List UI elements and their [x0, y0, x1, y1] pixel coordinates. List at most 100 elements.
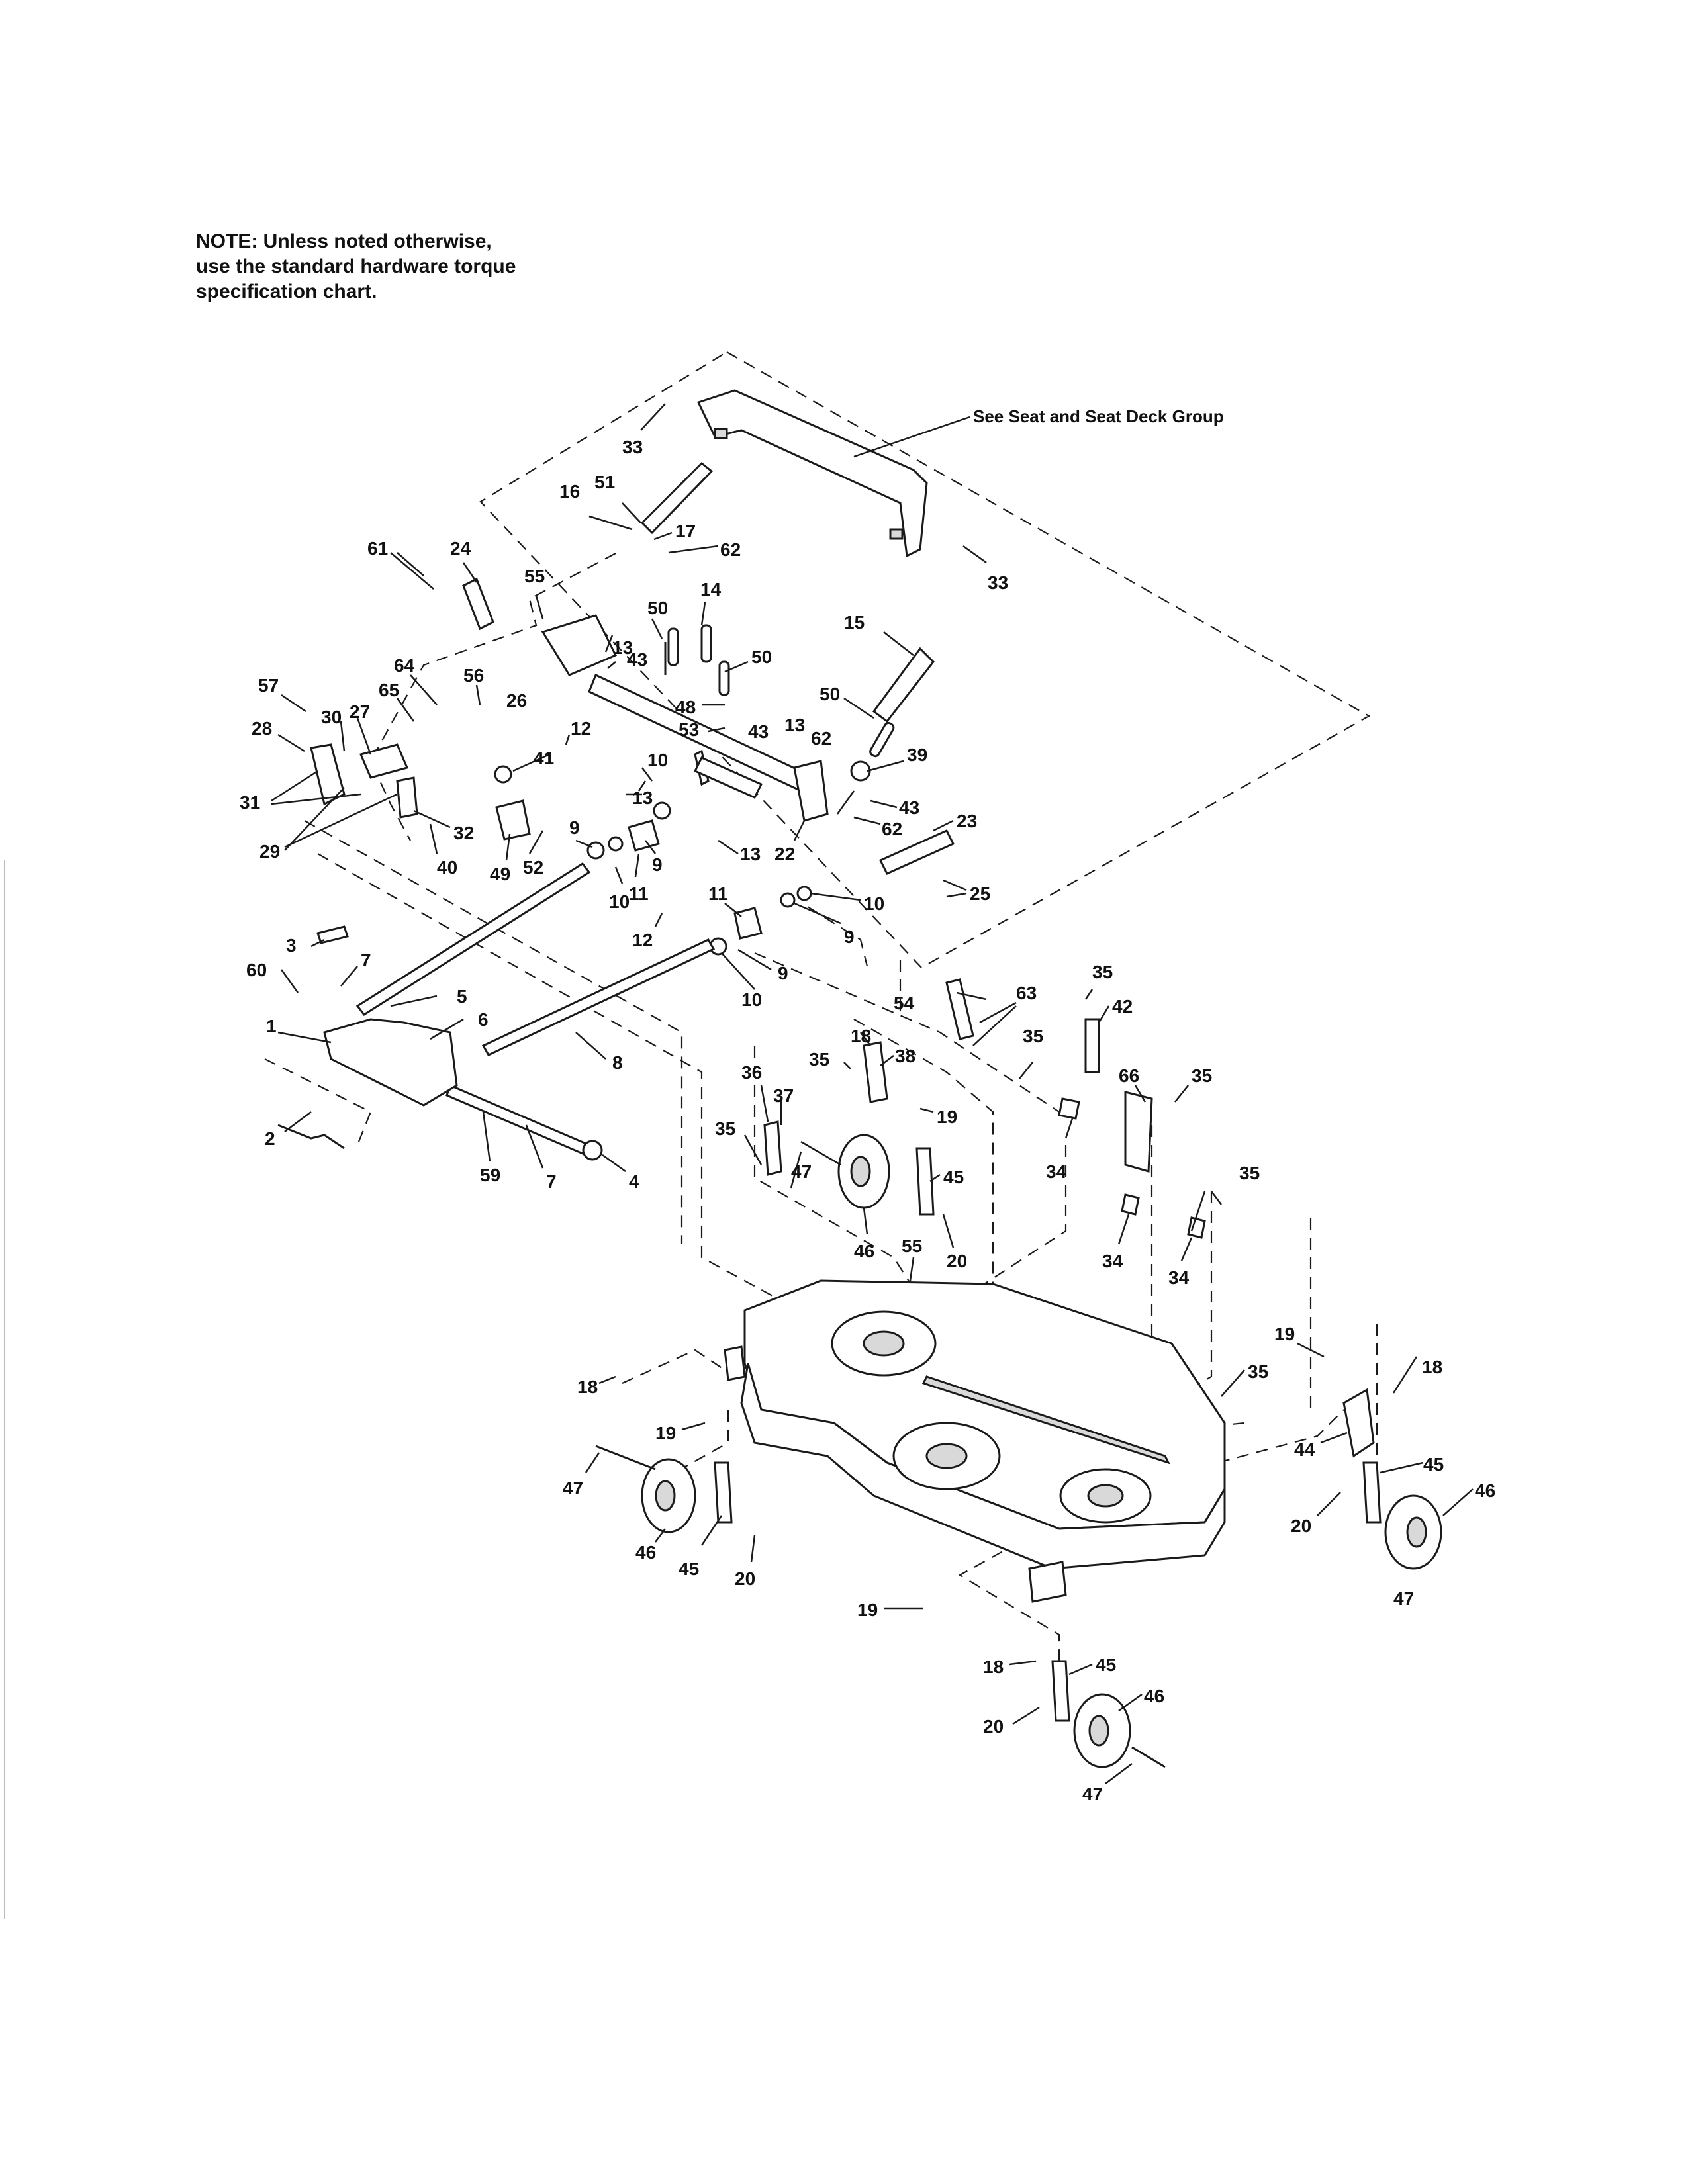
callout-17: 17 [675, 521, 696, 541]
callout-40: 40 [437, 857, 457, 878]
wheel-bracket-dash-left [622, 1349, 726, 1385]
callout-6: 6 [478, 1009, 489, 1030]
callout-10d: 10 [741, 989, 762, 1010]
callout-9b: 9 [652, 854, 663, 875]
callout-19d: 19 [857, 1600, 878, 1620]
gauge-wheel-46d-hub [1088, 1715, 1109, 1747]
callout-62a: 62 [720, 539, 741, 560]
note-line-3: specification chart. [196, 281, 377, 302]
callout-11b: 11 [708, 884, 728, 904]
block-11a [628, 819, 660, 852]
callout-7b: 7 [546, 1171, 557, 1192]
washer-10a [653, 801, 671, 820]
callout-20c: 20 [735, 1569, 755, 1589]
callout-26: 26 [506, 690, 527, 711]
rod-4 [445, 1083, 590, 1157]
deck-link-dash-3 [933, 1145, 1067, 1318]
washer-10b [796, 886, 812, 901]
callout-65: 65 [379, 680, 399, 700]
callout-49: 49 [490, 864, 510, 884]
callout-39: 39 [907, 745, 927, 765]
bolt-47d [1131, 1746, 1166, 1768]
callout-33b: 33 [988, 572, 1008, 593]
plate-29 [396, 776, 418, 819]
callout-10b: 10 [609, 891, 630, 912]
spindle-hub-left [863, 1330, 905, 1357]
callout-1: 1 [266, 1016, 277, 1036]
callout-9d: 9 [778, 963, 788, 983]
callout-57: 57 [258, 675, 279, 696]
gauge-bar-45d [1051, 1660, 1070, 1722]
gauge-bar-45b [714, 1461, 733, 1524]
callout-47c: 47 [1393, 1588, 1414, 1609]
callout-35b: 35 [1023, 1026, 1043, 1046]
callout-12a: 12 [571, 718, 591, 739]
callout-11a: 11 [629, 884, 649, 904]
callout-47d: 47 [1082, 1784, 1103, 1804]
hanger-66 [1124, 1091, 1153, 1173]
callout-5: 5 [457, 986, 467, 1007]
callout-47a: 47 [791, 1161, 812, 1182]
callout-20b: 20 [1291, 1516, 1311, 1536]
spring-51 [640, 461, 714, 535]
callout-34b: 34 [1102, 1251, 1123, 1271]
callout-50b: 50 [751, 647, 772, 667]
bracket-24 [462, 577, 494, 631]
callout-35c: 35 [809, 1049, 829, 1069]
callout-62c: 62 [882, 819, 902, 839]
callout-8: 8 [612, 1052, 623, 1073]
clip-34a [1058, 1097, 1080, 1120]
deck-link-dash-2 [753, 1046, 924, 1304]
callout-45c: 45 [679, 1559, 699, 1579]
callout-43a: 43 [627, 649, 647, 670]
deck-skirt [740, 1363, 1226, 1570]
callout-12b: 12 [632, 930, 653, 950]
callout-53: 53 [679, 719, 699, 740]
seat-deck-leader [853, 416, 970, 458]
callout-20d: 20 [983, 1716, 1004, 1737]
rod-8 [481, 938, 716, 1056]
callout-46a: 46 [854, 1241, 874, 1261]
shaft-end-22 [793, 760, 829, 822]
callout-45a: 45 [943, 1167, 964, 1187]
callout-46b: 46 [1475, 1480, 1495, 1501]
callout-29: 29 [259, 841, 280, 862]
link-2 [277, 1124, 345, 1150]
callout-2: 2 [265, 1128, 275, 1149]
gauge-wheel-46c-hub [1406, 1516, 1427, 1548]
callout-62b: 62 [811, 728, 831, 749]
callout-18a: 18 [851, 1026, 871, 1046]
callout-37: 37 [773, 1085, 794, 1106]
callout-66: 66 [1119, 1066, 1139, 1086]
callout-14: 14 [700, 579, 722, 600]
seat-deck-bracket [696, 389, 928, 558]
callout-4: 4 [629, 1171, 639, 1192]
callout-41: 41 [534, 748, 554, 768]
plate-31 [310, 743, 346, 806]
hanger-42 [1084, 1018, 1100, 1073]
spring-14-right [700, 624, 712, 663]
callout-leaders [271, 403, 1474, 1784]
deck-link-dash-1 [853, 1019, 994, 1297]
deck-bracket-left [724, 1345, 746, 1381]
callout-44: 44 [1294, 1439, 1315, 1460]
callout-61: 61 [367, 538, 388, 559]
spring-3 [316, 925, 349, 944]
callout-34c: 34 [1168, 1267, 1190, 1288]
lift-rods [355, 862, 716, 1161]
callout-13c: 13 [632, 788, 653, 808]
callout-50a: 50 [647, 598, 668, 618]
top-springs [640, 461, 935, 782]
callout-38: 38 [895, 1046, 915, 1066]
callout-32: 32 [453, 823, 474, 843]
callout-42: 42 [1112, 996, 1133, 1017]
gauge-wheels [595, 1388, 1442, 1768]
mower-deck [724, 1279, 1226, 1603]
callout-35e: 35 [715, 1118, 735, 1139]
lift-group-outline [369, 553, 616, 841]
note-line-1: NOTE: Unless noted otherwise, [196, 230, 492, 252]
block-11b [733, 907, 763, 940]
seat-deck-tab-left [714, 428, 728, 439]
callout-18c: 18 [577, 1377, 598, 1397]
